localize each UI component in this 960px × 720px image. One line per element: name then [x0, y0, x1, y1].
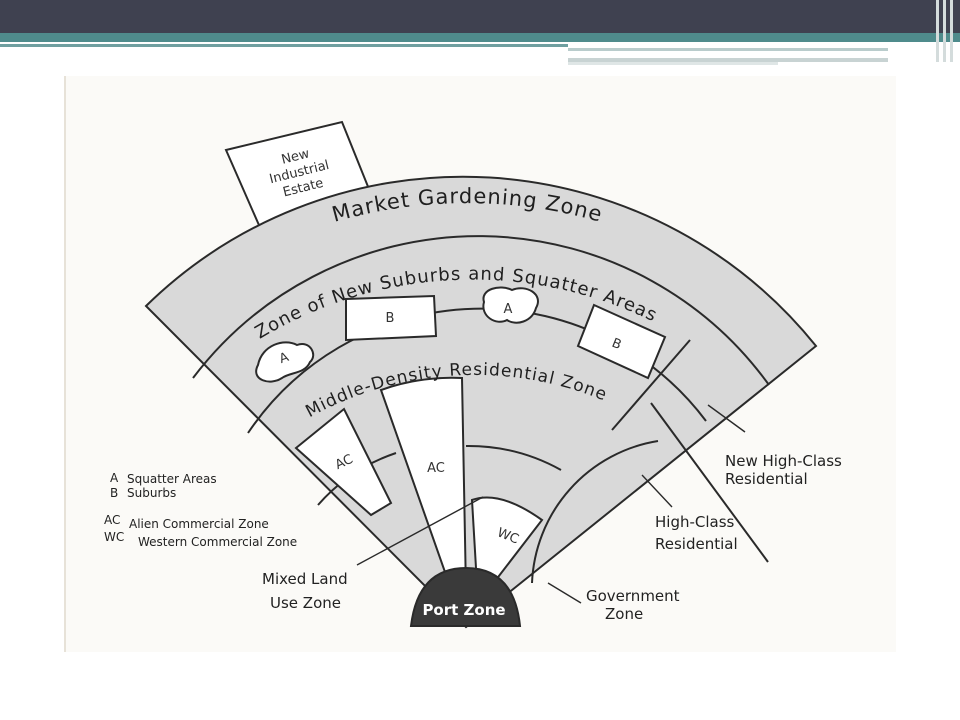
- slide-accent-line: [0, 33, 960, 42]
- legend-code: WC: [104, 530, 124, 544]
- high-class-divider-3: [531, 440, 659, 584]
- legend-label: Squatter Areas: [127, 472, 217, 486]
- legend-label: Alien Commercial Zone: [129, 517, 269, 531]
- slide-decor-line: [568, 58, 888, 62]
- alien-commercial-zone-left: [294, 407, 393, 517]
- slide-corner-decor: [950, 0, 953, 62]
- high-class-divider-1: [611, 339, 691, 431]
- alien-commercial-marker-center: AC: [427, 461, 445, 476]
- legend-label: Western Commercial Zone: [138, 535, 297, 549]
- port-zone: [409, 566, 522, 627]
- suburb-box-right: [576, 303, 667, 380]
- slide-header-bar: [0, 0, 960, 33]
- high-class-label-line-2: Residential: [655, 535, 738, 553]
- slide-corner-decor: [936, 0, 939, 62]
- suburb-marker-left: B: [386, 311, 395, 326]
- government-label-line-1: Government: [586, 587, 680, 605]
- leader-new-high-class: [707, 404, 746, 433]
- high-class-label-line-1: High-Class: [655, 513, 735, 531]
- squatter-marker-right: A: [504, 302, 513, 317]
- new-high-class-label-line-1: New High-Class: [725, 452, 842, 470]
- alien-commercial-marker-left: AC: [333, 452, 355, 473]
- port-zone-label: Port Zone: [422, 601, 505, 619]
- legend-code: A: [110, 471, 119, 485]
- mixed-land-use-label-line-2: Use Zone: [270, 594, 341, 612]
- legend: A Squatter Areas B Suburbs AC Alien Comm…: [104, 471, 297, 549]
- slide-corner-decor: [943, 0, 946, 62]
- industrial-estate-line-1: New: [280, 146, 311, 168]
- alien-commercial-zone-center: [379, 376, 468, 593]
- squatter-area-right: [482, 286, 539, 324]
- squatter-area-left: [255, 341, 315, 383]
- government-label-line-2: Zone: [605, 605, 643, 623]
- legend-code: B: [110, 486, 118, 500]
- mixed-land-use-label-line-1: Mixed Land: [262, 570, 348, 588]
- slide-decor-line: [568, 62, 778, 65]
- slide-decor-line: [0, 44, 568, 47]
- slide-decor-line: [568, 48, 888, 51]
- leader-government: [547, 582, 582, 604]
- leader-mixed-land-use: [356, 496, 484, 566]
- new-high-class-label-line-2: Residential: [725, 470, 808, 488]
- city-sector: [144, 175, 818, 629]
- suburb-box-left: [345, 294, 438, 342]
- inner-ring-arc: [465, 444, 562, 471]
- market-gardening-boundary: [192, 235, 770, 386]
- leader-high-class: [641, 474, 673, 508]
- high-class-divider-2: [650, 402, 769, 563]
- legend-code: AC: [104, 513, 120, 527]
- legend-label: Suburbs: [127, 486, 176, 500]
